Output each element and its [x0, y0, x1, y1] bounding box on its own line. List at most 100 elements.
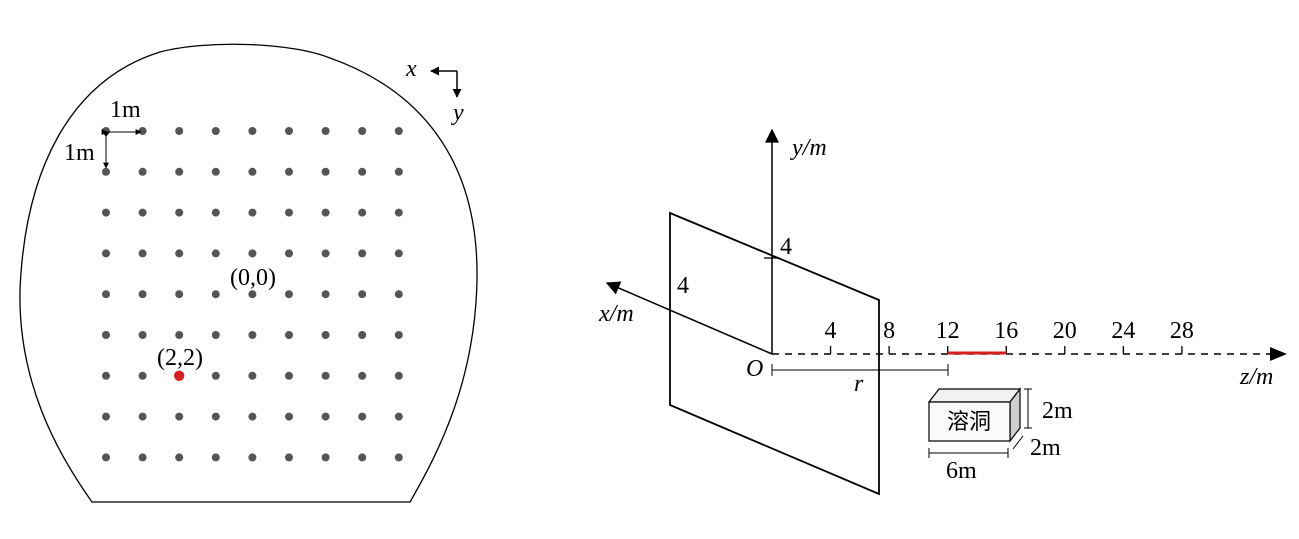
grid-dot — [285, 412, 293, 421]
grid-dot — [321, 290, 330, 299]
grid-dot — [285, 127, 293, 135]
grid-dot — [248, 290, 257, 299]
grid-dot — [138, 167, 147, 176]
grid-dot — [138, 290, 147, 299]
origin-label: O — [746, 356, 763, 382]
grid-dot — [102, 290, 110, 299]
grid-dot — [285, 331, 293, 339]
grid-dot — [102, 331, 110, 339]
highlight-coordinate-label: (2,2) — [157, 345, 203, 371]
z-tick-label: 12 — [936, 318, 960, 344]
grid-dot — [321, 249, 330, 258]
grid-dot — [248, 331, 257, 339]
z-tick-label: 4 — [825, 318, 837, 344]
grid-dot — [358, 453, 367, 462]
grid-dot — [321, 208, 330, 217]
grid-dot — [175, 331, 184, 339]
z-axis-arrowhead — [1270, 347, 1287, 361]
highlight-dot — [174, 370, 185, 381]
cave-depth-label: 2m — [1030, 435, 1061, 461]
cave-height-label: 2m — [1042, 398, 1073, 424]
grid-dot — [394, 167, 403, 176]
grid-dot — [394, 127, 403, 135]
grid-dot — [248, 371, 257, 380]
grid-dot — [211, 208, 220, 217]
grid-dot — [102, 412, 110, 421]
grid-dot — [321, 331, 330, 339]
grid-dot — [285, 371, 293, 380]
r-label: r — [854, 371, 864, 397]
grid-dot — [138, 331, 147, 339]
grid-dot — [175, 167, 184, 176]
grid-dot — [102, 371, 110, 380]
grid-dot — [394, 453, 403, 462]
grid-dot — [102, 127, 110, 135]
z-axis-tick-labels: 4 8 12 16 20 24 28 — [825, 318, 1194, 344]
grid-dot — [285, 167, 293, 176]
grid-dot — [175, 453, 184, 462]
grid-dot — [321, 167, 330, 176]
grid-dot — [321, 127, 330, 135]
grid-dot — [102, 453, 110, 462]
grid-dot — [248, 453, 257, 462]
tunnel-face-panel: 1m 1m (0,0) (2,2) x y — [19, 43, 478, 503]
grid-dot — [358, 167, 367, 176]
grid-dot — [211, 290, 220, 299]
grid-dot — [358, 412, 367, 421]
grid-dot — [211, 371, 220, 380]
grid-dot — [175, 249, 184, 258]
grid-dot — [394, 331, 403, 339]
grid-dot — [211, 167, 220, 176]
grid-dot — [285, 249, 293, 258]
grid-dot — [138, 208, 147, 217]
grid-dot — [394, 412, 403, 421]
grid-dot — [248, 167, 257, 176]
grid-dot — [138, 249, 147, 258]
x-axis — [605, 281, 773, 355]
z-tick-label: 16 — [994, 318, 1018, 344]
grid-dot — [211, 249, 220, 258]
cave-length-label: 6m — [946, 458, 977, 484]
z-tick-label: 8 — [883, 318, 895, 344]
grid-dot — [211, 127, 220, 135]
karst-cave-label: 溶洞 — [947, 410, 991, 435]
grid-dot — [211, 412, 220, 421]
grid-dot — [175, 412, 184, 421]
grid-dot — [394, 371, 403, 380]
grid-dot — [358, 127, 367, 135]
grid-dot — [394, 290, 403, 299]
grid-dot — [138, 371, 147, 380]
grid-dot — [248, 127, 257, 135]
tunnel-face-plane — [669, 211, 880, 496]
grid-dot — [358, 290, 367, 299]
grid-dot — [248, 412, 257, 421]
grid-dot — [102, 167, 110, 176]
dot-grid — [102, 127, 403, 462]
grid-dot — [321, 371, 330, 380]
grid-dot — [285, 208, 293, 217]
grid-dot — [394, 249, 403, 258]
y-tick-label: 4 — [780, 234, 792, 260]
grid-dot — [358, 249, 367, 258]
cave-depth-dimension — [1012, 435, 1024, 450]
karst-cave-box — [927, 387, 1022, 443]
grid-dot — [102, 249, 110, 258]
grid-dot — [248, 249, 257, 258]
face-axes-icon — [430, 66, 462, 98]
grid-dot — [358, 208, 367, 217]
y-axis-label: y/m — [790, 135, 827, 161]
z-tick-label: 20 — [1053, 318, 1077, 344]
face-x-axis-label: x — [405, 56, 417, 82]
grid-dot — [102, 208, 110, 217]
grid-dot — [211, 331, 220, 339]
grid-dot — [394, 208, 403, 217]
grid-dot — [175, 290, 184, 299]
z-tick-label: 28 — [1170, 318, 1194, 344]
z-axis-label: z/m — [1239, 364, 1273, 390]
z-tick-label: 24 — [1111, 318, 1135, 344]
spacing-label-vertical: 1m — [64, 140, 95, 166]
grid-dot — [138, 127, 147, 135]
